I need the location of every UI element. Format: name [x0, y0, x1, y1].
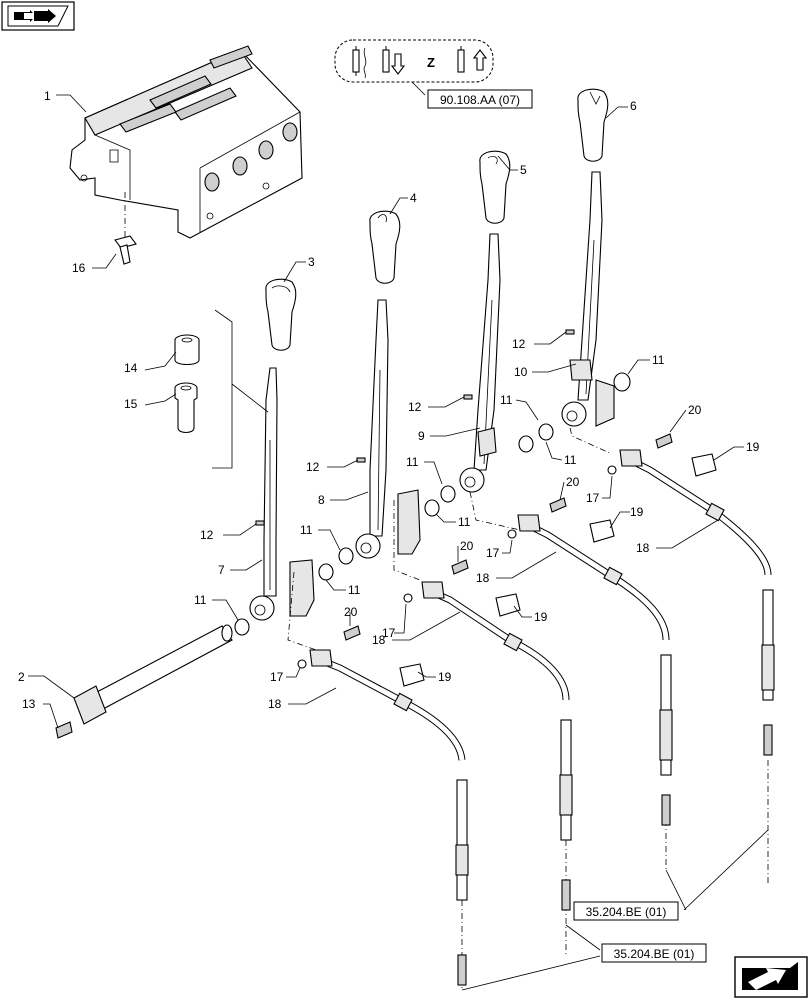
callout-6: 6: [630, 99, 637, 113]
cylinder-extend-icon: [457, 46, 488, 73]
leader-lines: [28, 94, 744, 729]
callout-18: 18: [636, 541, 650, 555]
callout-20: 20: [688, 403, 702, 417]
ref-link-top[interactable]: 90.108.AA (07): [427, 89, 533, 109]
callout-19: 19: [438, 670, 452, 684]
clips-19: [399, 453, 717, 687]
callout-11: 11: [406, 455, 419, 469]
ref-label-top: 90.108.AA (07): [440, 93, 520, 107]
callout-8: 8: [318, 493, 325, 507]
cylinder-retract-icon: [382, 46, 406, 75]
callout-18: 18: [372, 633, 386, 647]
bushing-15: [174, 382, 198, 434]
callout-11: 11: [500, 393, 513, 407]
callout-12: 12: [408, 400, 422, 414]
knob-4: [369, 210, 401, 284]
shaft-2: [73, 624, 233, 725]
callout-17: 17: [270, 670, 284, 684]
cable-18-d: [619, 449, 775, 756]
cable-18-a: [309, 649, 469, 986]
callout-11: 11: [564, 453, 577, 467]
hydraulic-cylinder-icon: [352, 46, 367, 79]
callout-18: 18: [268, 697, 282, 711]
legend-letter: Z: [427, 55, 435, 70]
screw-13: [55, 721, 73, 739]
lever-10: [561, 171, 615, 427]
knob-6: [577, 88, 609, 162]
callout-17: 17: [586, 491, 600, 505]
callout-7: 7: [218, 563, 225, 577]
lever-9: [459, 233, 501, 493]
callout-3: 3: [308, 255, 315, 269]
ref-label-bottom-right: 35.204.BE (01): [586, 905, 667, 919]
callout-20: 20: [344, 605, 358, 619]
callout-19: 19: [534, 610, 548, 624]
callout-12: 12: [306, 460, 320, 474]
ref-link-bottom-left[interactable]: 35.204.BE (01): [601, 943, 707, 963]
ref-label-bottom-left: 35.204.BE (01): [614, 947, 695, 961]
callout-15: 15: [124, 397, 138, 411]
callout-11: 11: [458, 515, 471, 529]
callout-20: 20: [460, 539, 474, 553]
spacer-14: [174, 334, 200, 366]
bushings-11: [234, 372, 631, 636]
callout-17: 17: [382, 626, 396, 640]
cable-18-b: [421, 581, 573, 911]
cable-18-c: [517, 514, 673, 826]
callout-4: 4: [410, 191, 417, 205]
callout-11: 11: [348, 583, 361, 597]
callout-9: 9: [418, 429, 425, 443]
next-page-button[interactable]: [734, 956, 808, 998]
callout-19: 19: [630, 505, 644, 519]
ref-link-bottom-right[interactable]: 35.204.BE (01): [573, 901, 679, 921]
callout-12: 12: [200, 528, 214, 542]
callout-labels: 1 2 3 4 5 6 7 8 9 10 11 11 11 11 11 11 1…: [18, 89, 760, 711]
callout-16: 16: [72, 261, 86, 275]
callout-14: 14: [124, 361, 138, 375]
knob-3: [265, 278, 297, 351]
callout-12: 12: [512, 337, 526, 351]
callout-11: 11: [652, 353, 665, 367]
callout-19: 19: [746, 440, 760, 454]
washers-17: [297, 465, 617, 669]
lever-7: [249, 367, 315, 621]
callout-13: 13: [22, 697, 36, 711]
back-book-button[interactable]: [1, 1, 75, 31]
lever-8: [355, 299, 421, 559]
callout-10: 10: [514, 365, 528, 379]
callout-17: 17: [486, 546, 500, 560]
callout-5: 5: [520, 163, 527, 177]
callout-20: 20: [566, 475, 580, 489]
next-page-arrow-icon: [742, 962, 798, 990]
callout-11: 11: [300, 523, 313, 537]
back-book-icon: [7, 5, 69, 27]
callout-18: 18: [476, 571, 490, 585]
knob-5: [479, 150, 511, 224]
bolts-20: [343, 433, 673, 641]
callout-2: 2: [18, 670, 25, 684]
console-bracket: [69, 45, 303, 239]
callout-11: 11: [194, 593, 207, 607]
bolt-16: [114, 235, 137, 265]
callout-1: 1: [44, 89, 51, 103]
legend-box: Z: [334, 39, 494, 83]
